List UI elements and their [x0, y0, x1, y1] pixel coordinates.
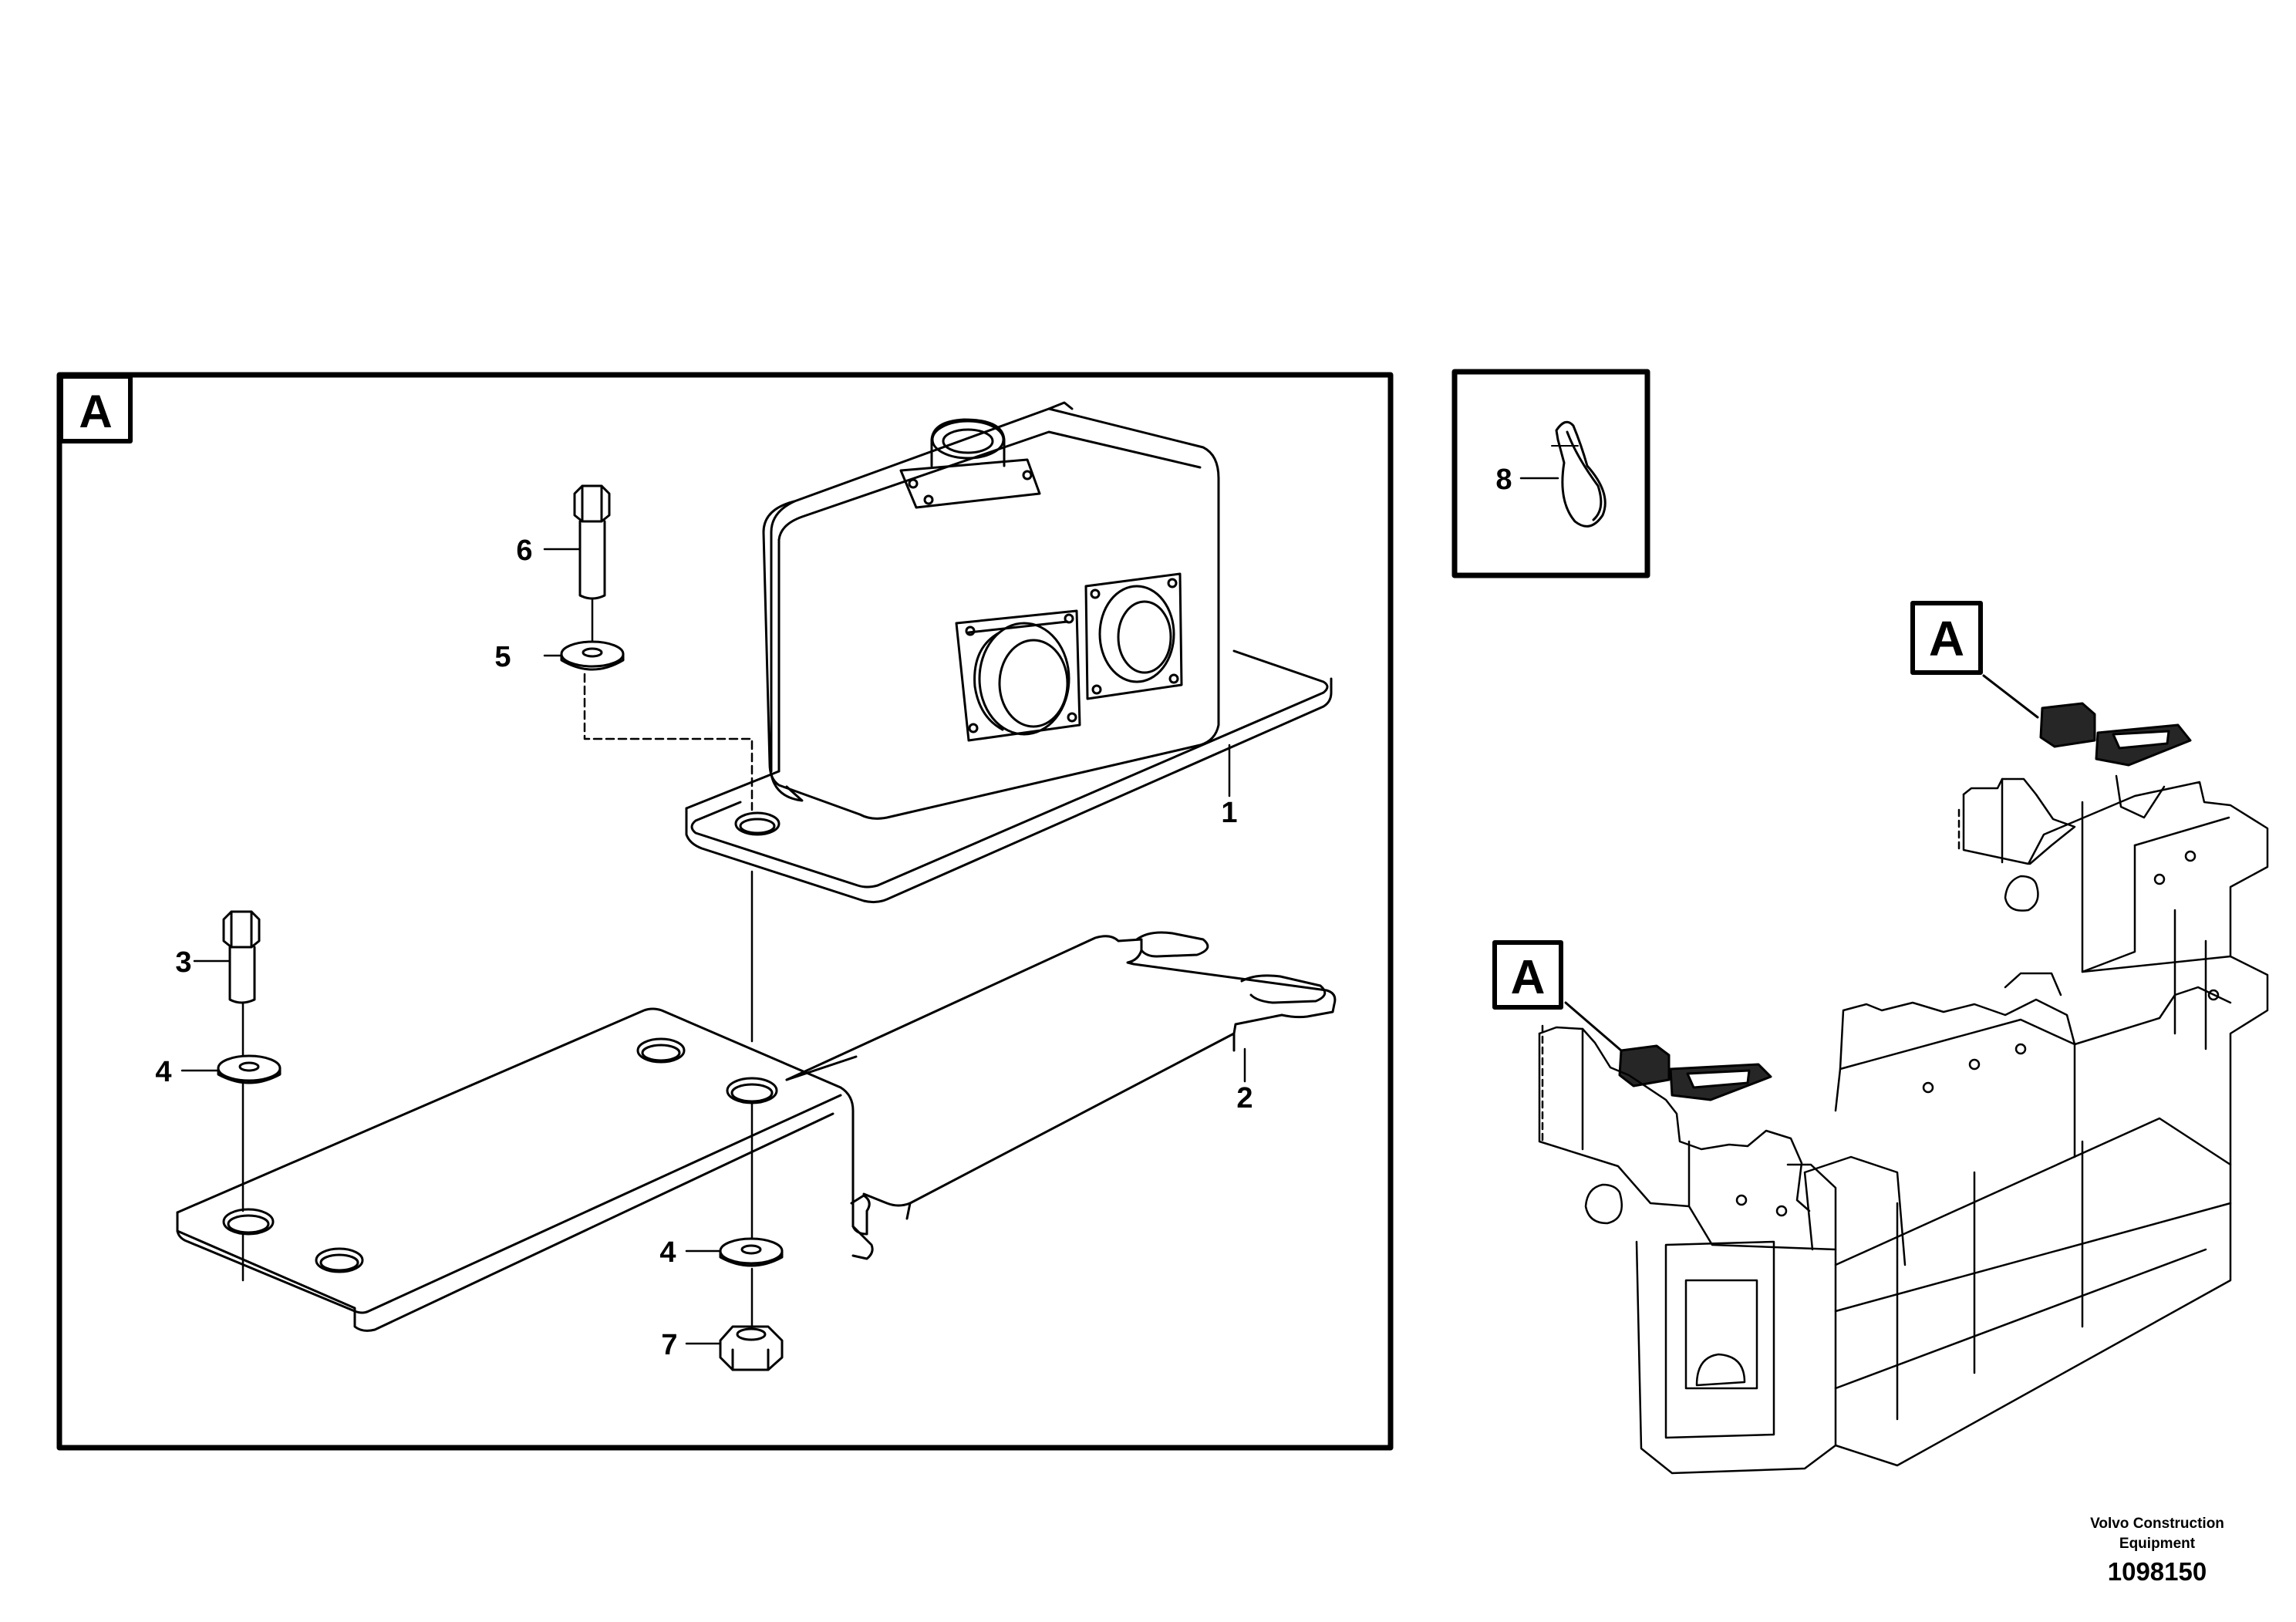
footer-drawing-number: 1098150 [2107, 1557, 2207, 1586]
detail-view-a [56, 372, 1394, 1451]
detail-letter-box [59, 374, 133, 443]
bolt-6 [573, 484, 611, 600]
callout-4-upper: 4 [155, 1056, 171, 1088]
overview-marker-front [1492, 940, 1563, 1010]
cable-tie-frame [1451, 369, 1650, 578]
callout-8: 8 [1495, 464, 1512, 496]
callout-4-lower: 4 [659, 1236, 676, 1269]
callout-7: 7 [661, 1329, 677, 1361]
washer-4-lower [719, 1237, 784, 1267]
callout-6: 6 [516, 534, 532, 567]
marker-leader-rear [1982, 674, 2039, 719]
overview-marker-front-letter: A [1511, 951, 1546, 1004]
nut-7 [719, 1325, 784, 1371]
callout-2: 2 [1236, 1082, 1253, 1114]
bolt-3 [222, 910, 261, 1004]
lower-bracket [785, 931, 1337, 1220]
mounted-box-front [1618, 1044, 1772, 1101]
mounted-box-rear [2039, 702, 2192, 767]
cable-tie-icon [1551, 420, 1607, 528]
callout-3: 3 [175, 946, 191, 979]
upper-bracket [176, 1007, 874, 1332]
overview-marker-rear-letter: A [1929, 611, 1964, 666]
detail-frame [56, 372, 1394, 1451]
junction-box [685, 401, 1333, 904]
detail-letter: A [79, 386, 112, 437]
footer-company: Volvo Construction Equipment [2090, 1516, 2224, 1552]
callout-1: 1 [1221, 797, 1237, 829]
washer-5 [560, 640, 625, 671]
machine-frame-overview [1538, 674, 2269, 1475]
assembly-lines [241, 597, 754, 1327]
overview-marker-rear [1910, 601, 1983, 675]
cable-tie-box [1451, 369, 1650, 578]
marker-leader-front [1564, 1001, 1623, 1052]
washer-4-upper [217, 1054, 282, 1084]
callout-leaders [180, 548, 1246, 1345]
callout-5: 5 [494, 641, 511, 673]
